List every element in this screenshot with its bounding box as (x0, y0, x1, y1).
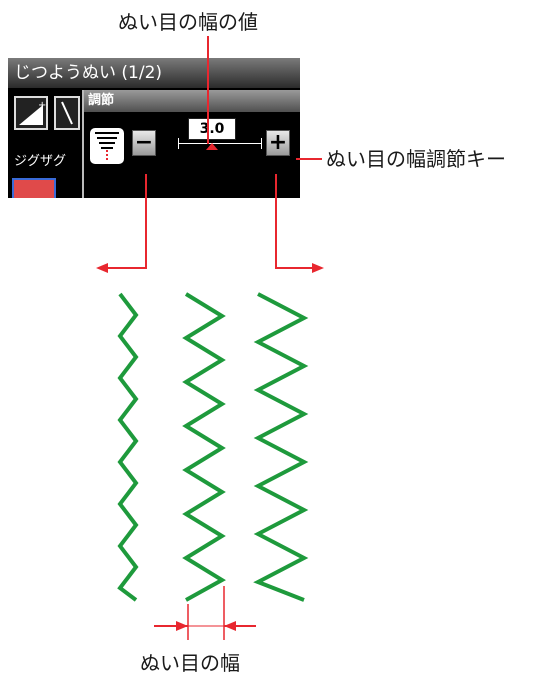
stitch-mode-icon[interactable] (54, 96, 80, 130)
width-dim-left-arrowhead (176, 621, 188, 631)
wide-zigzag-stitch (253, 292, 309, 602)
stitch-width-icon (90, 128, 124, 164)
pattern-thumbnail[interactable] (12, 178, 56, 198)
width-increase-button[interactable]: + (266, 130, 290, 156)
width-adjust-icon[interactable]: + (14, 96, 48, 130)
pattern-category-label: ジグザグ (14, 154, 67, 169)
width-decrease-button[interactable]: − (132, 130, 156, 156)
plus-arrow-line (275, 174, 314, 269)
scale-right-tick (261, 138, 262, 149)
scale-marker (206, 143, 218, 150)
minus-arrow-line (106, 174, 147, 269)
width-scale (178, 143, 262, 144)
adjust-popup: 調節 − + 3.0 (82, 90, 300, 198)
medium-zigzag-stitch (182, 292, 226, 602)
stitch-width-value-callout: ぬい目の幅の値 (118, 10, 258, 34)
svg-text:+: + (38, 100, 46, 111)
scale-left-tick (178, 138, 179, 149)
width-dim-right-arrowhead (224, 621, 236, 631)
minus-arrowhead (96, 263, 108, 273)
needle-icon (61, 101, 73, 125)
lcd-screen: じつようぬい (1/2) + ジグザグ 調節 − + 3.0 (8, 58, 300, 198)
screen-title: じつようぬい (1/2) (8, 58, 300, 88)
stitch-width-callout: ぬい目の幅 (140, 651, 240, 675)
popup-title: 調節 (84, 90, 300, 112)
plus-arrowhead (312, 263, 324, 273)
narrow-zigzag-stitch (117, 292, 139, 602)
width-value-display: 3.0 (188, 118, 236, 140)
width-adjust-keys-callout: ぬい目の幅調節キー (326, 147, 506, 171)
slope-icon: + (19, 100, 46, 125)
width-lines-icon (95, 132, 119, 162)
